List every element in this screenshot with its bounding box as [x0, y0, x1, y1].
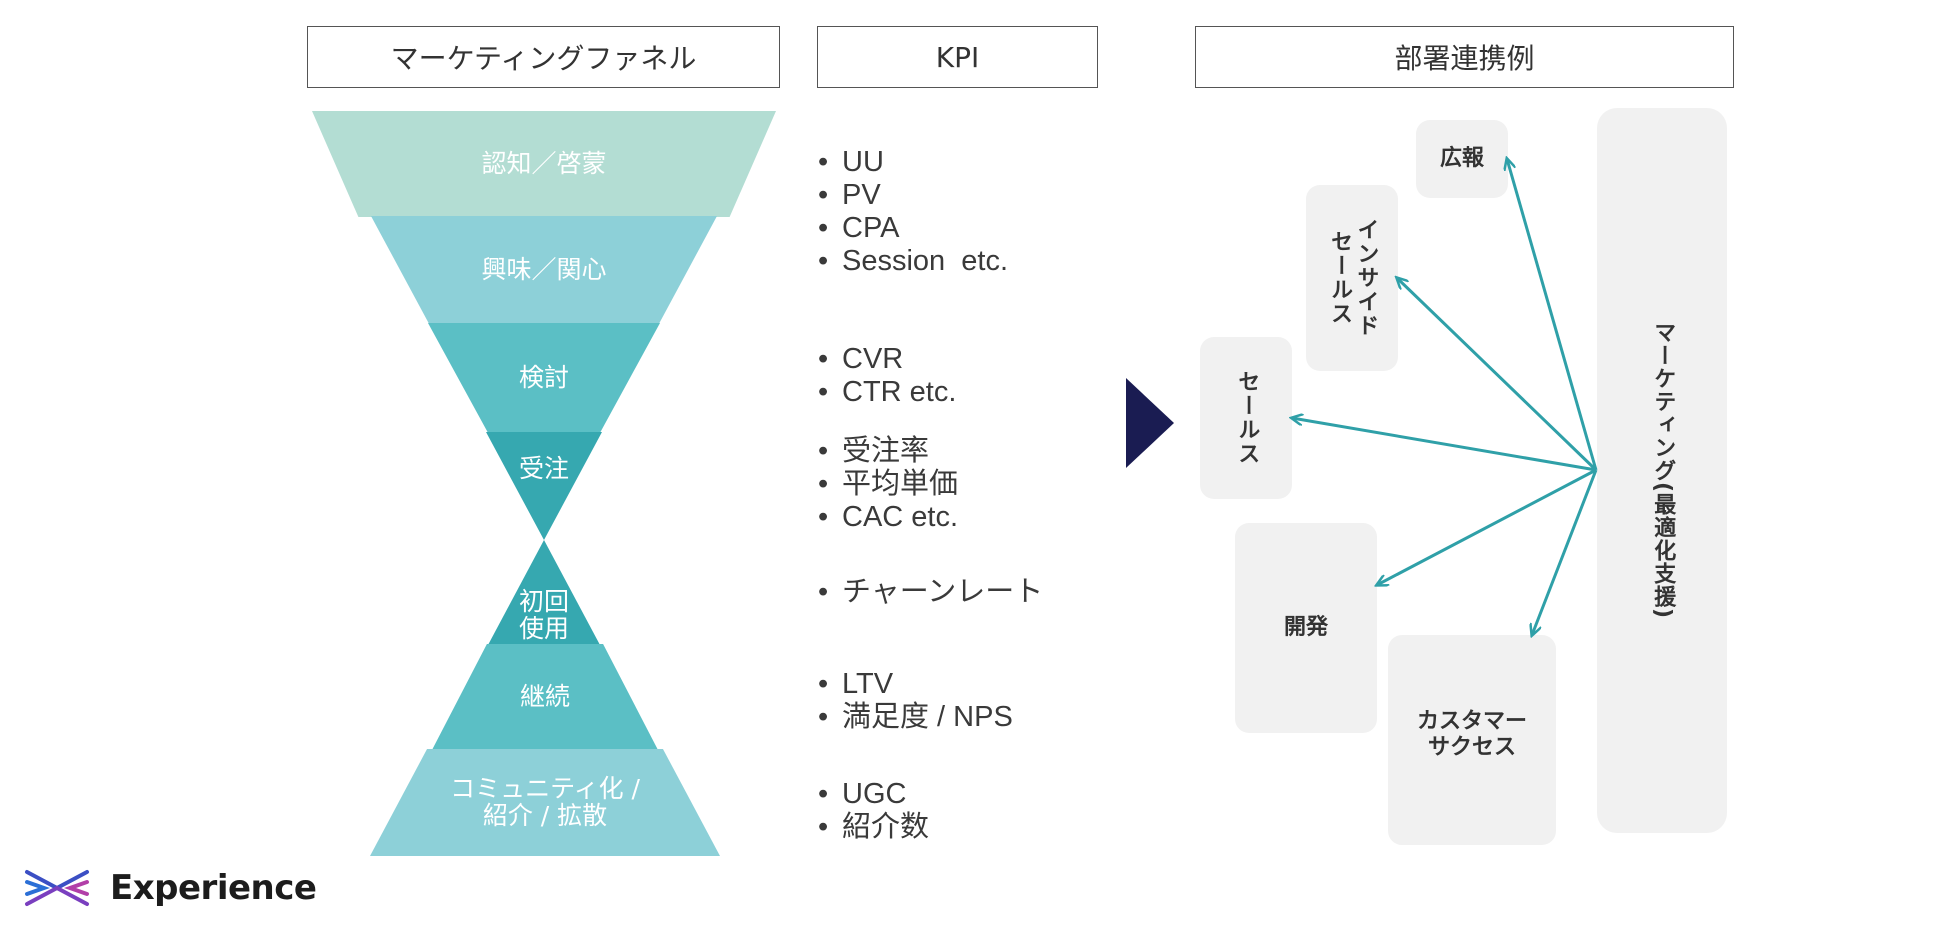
- kpi-list-awareness: UU PV CPA Session etc.: [818, 146, 1008, 278]
- dept-sales-label: セールス: [1234, 370, 1260, 466]
- funnel-label: 検討: [518, 362, 569, 392]
- dept-marketing: マーケティング(最適化支援): [1597, 108, 1727, 833]
- arrow-to-development: [1377, 468, 1597, 585]
- funnel-label: コミュニティ化 / 紹介 / 拡散: [450, 774, 640, 830]
- experience-logo-text: Experience: [110, 868, 317, 908]
- kpi-list-order: 受注率 平均単価 CAC etc.: [818, 435, 958, 534]
- funnel-label: 初回 使用: [518, 587, 569, 643]
- funnel-header: マーケティングファネル: [307, 26, 780, 88]
- dept-development: 開発: [1235, 523, 1377, 733]
- chevron-right-icon: [1126, 378, 1174, 468]
- kpi-list-retention: LTV 満足度 / NPS: [818, 668, 1013, 734]
- dept-development-label: 開発: [1283, 614, 1328, 640]
- kpi-item: PV: [818, 179, 1008, 212]
- dept-customer-success-label: カスタマー サクセス: [1416, 708, 1527, 760]
- arrow-to-pr: [1507, 159, 1598, 471]
- arrow-to-customer-success: [1532, 469, 1598, 635]
- kpi-item: チャーンレート: [818, 576, 1043, 609]
- kpi-item: Session etc.: [818, 245, 1008, 278]
- kpi-header-label: KPI: [935, 40, 980, 74]
- funnel-segment-interest: 興味／関心: [371, 216, 717, 324]
- kpi-item: CTR etc.: [818, 376, 956, 409]
- dept-customer-success: カスタマー サクセス: [1388, 635, 1556, 845]
- funnel-label: 認知／啓蒙: [481, 148, 607, 178]
- funnel-segment-community: コミュニティ化 / 紹介 / 拡散: [370, 749, 720, 856]
- kpi-header: KPI: [817, 26, 1098, 88]
- experience-logo-icon: [25, 870, 89, 906]
- kpi-item: 受注率: [818, 435, 958, 468]
- kpi-item: CPA: [818, 212, 1008, 245]
- kpi-item: UGC: [818, 778, 929, 811]
- dept-header-label: 部署連携例: [1394, 42, 1535, 75]
- kpi-item: CVR: [818, 343, 956, 376]
- kpi-item: 紹介数: [818, 811, 929, 844]
- dept-sales: セールス: [1200, 337, 1292, 499]
- kpi-item: CAC etc.: [818, 501, 958, 534]
- dept-marketing-label: マーケティング(最適化支援): [1650, 321, 1676, 620]
- kpi-list-consideration: CVR CTR etc.: [818, 343, 956, 409]
- kpi-item: UU: [818, 146, 1008, 179]
- dept-inside-sales: インサイド セールス: [1306, 185, 1398, 371]
- kpi-item: LTV: [818, 668, 1013, 701]
- experience-logo: Experience: [24, 866, 317, 910]
- arrow-to-inside-sales: [1397, 278, 1598, 472]
- funnel-label: 受注: [518, 453, 569, 483]
- funnel-header-label: マーケティングファネル: [390, 42, 697, 75]
- dept-header: 部署連携例: [1195, 26, 1734, 88]
- arrow-to-sales: [1292, 418, 1597, 472]
- kpi-item: 平均単価: [818, 468, 958, 501]
- dept-pr-label: 広報: [1439, 145, 1484, 171]
- dept-inside-sales-label: インサイド セールス: [1327, 218, 1379, 338]
- funnel-segment-awareness: 認知／啓蒙: [312, 111, 776, 217]
- dept-pr: 広報: [1416, 120, 1508, 198]
- kpi-item: 満足度 / NPS: [818, 701, 1013, 734]
- kpi-list-first-use: チャーンレート: [818, 576, 1043, 609]
- funnel-label: 興味／関心: [481, 254, 607, 284]
- kpi-list-community: UGC 紹介数: [818, 778, 929, 844]
- funnel-label: 継続: [519, 681, 570, 711]
